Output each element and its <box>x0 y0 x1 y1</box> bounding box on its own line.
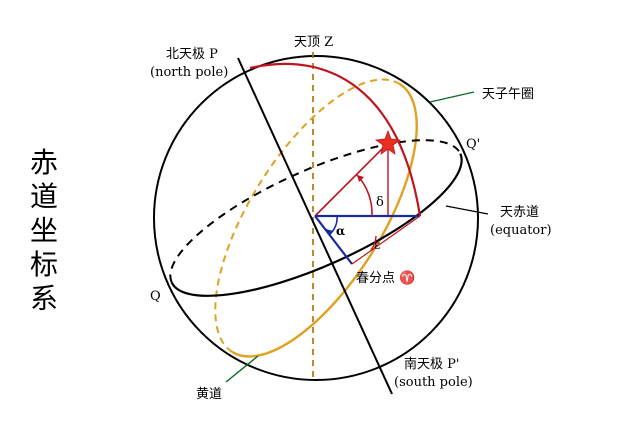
star-icon <box>374 129 402 155</box>
equator-leader <box>445 205 489 215</box>
celestial-axis <box>237 57 393 395</box>
zenith-label: 天顶 Z <box>294 35 333 50</box>
north-pole-label: 北天极 P <box>166 47 218 62</box>
ecliptic-front <box>231 82 418 358</box>
alpha-label: α <box>336 224 345 238</box>
meridian-label: 天子午圈 <box>482 87 534 102</box>
equinox-chord <box>351 215 421 265</box>
title-char: 道 <box>29 180 58 213</box>
vernal-equinox-label: 春分点 ♈ <box>356 270 415 286</box>
delta-label: δ <box>376 195 384 210</box>
equator-front <box>170 153 463 297</box>
equator-label: 天赤道 <box>500 205 539 220</box>
south-pole-sublabel: (south pole) <box>394 375 473 390</box>
q-prime-label: Q' <box>466 137 480 152</box>
title-char: 坐 <box>29 214 58 247</box>
celestial-sphere <box>153 55 479 381</box>
ecliptic-leader <box>225 355 259 383</box>
star-radius <box>314 142 389 217</box>
title-char: 系 <box>29 282 58 315</box>
north-pole-sublabel: (north pole) <box>150 65 228 80</box>
meridian-arc <box>249 62 422 217</box>
ecliptic-back <box>214 78 401 353</box>
equator-sublabel: (equator) <box>490 223 552 238</box>
ecliptic-label: 黄道 <box>196 387 222 402</box>
south-pole-label: 南天极 P' <box>404 356 459 372</box>
delta-arrow <box>357 175 364 182</box>
epsilon-label: ε <box>374 238 380 252</box>
equator-back <box>169 139 462 283</box>
vertical-title: 赤 道 坐 标 系 <box>24 146 64 316</box>
alpha-arrow <box>326 229 333 235</box>
meridian-leader <box>429 91 475 103</box>
q-label: Q <box>150 289 161 304</box>
title-char: 标 <box>29 248 58 281</box>
ra-line-equinox <box>314 215 353 265</box>
title-char: 赤 <box>29 146 58 179</box>
epsilon-arc <box>370 235 377 251</box>
alpha-arc <box>328 215 338 236</box>
